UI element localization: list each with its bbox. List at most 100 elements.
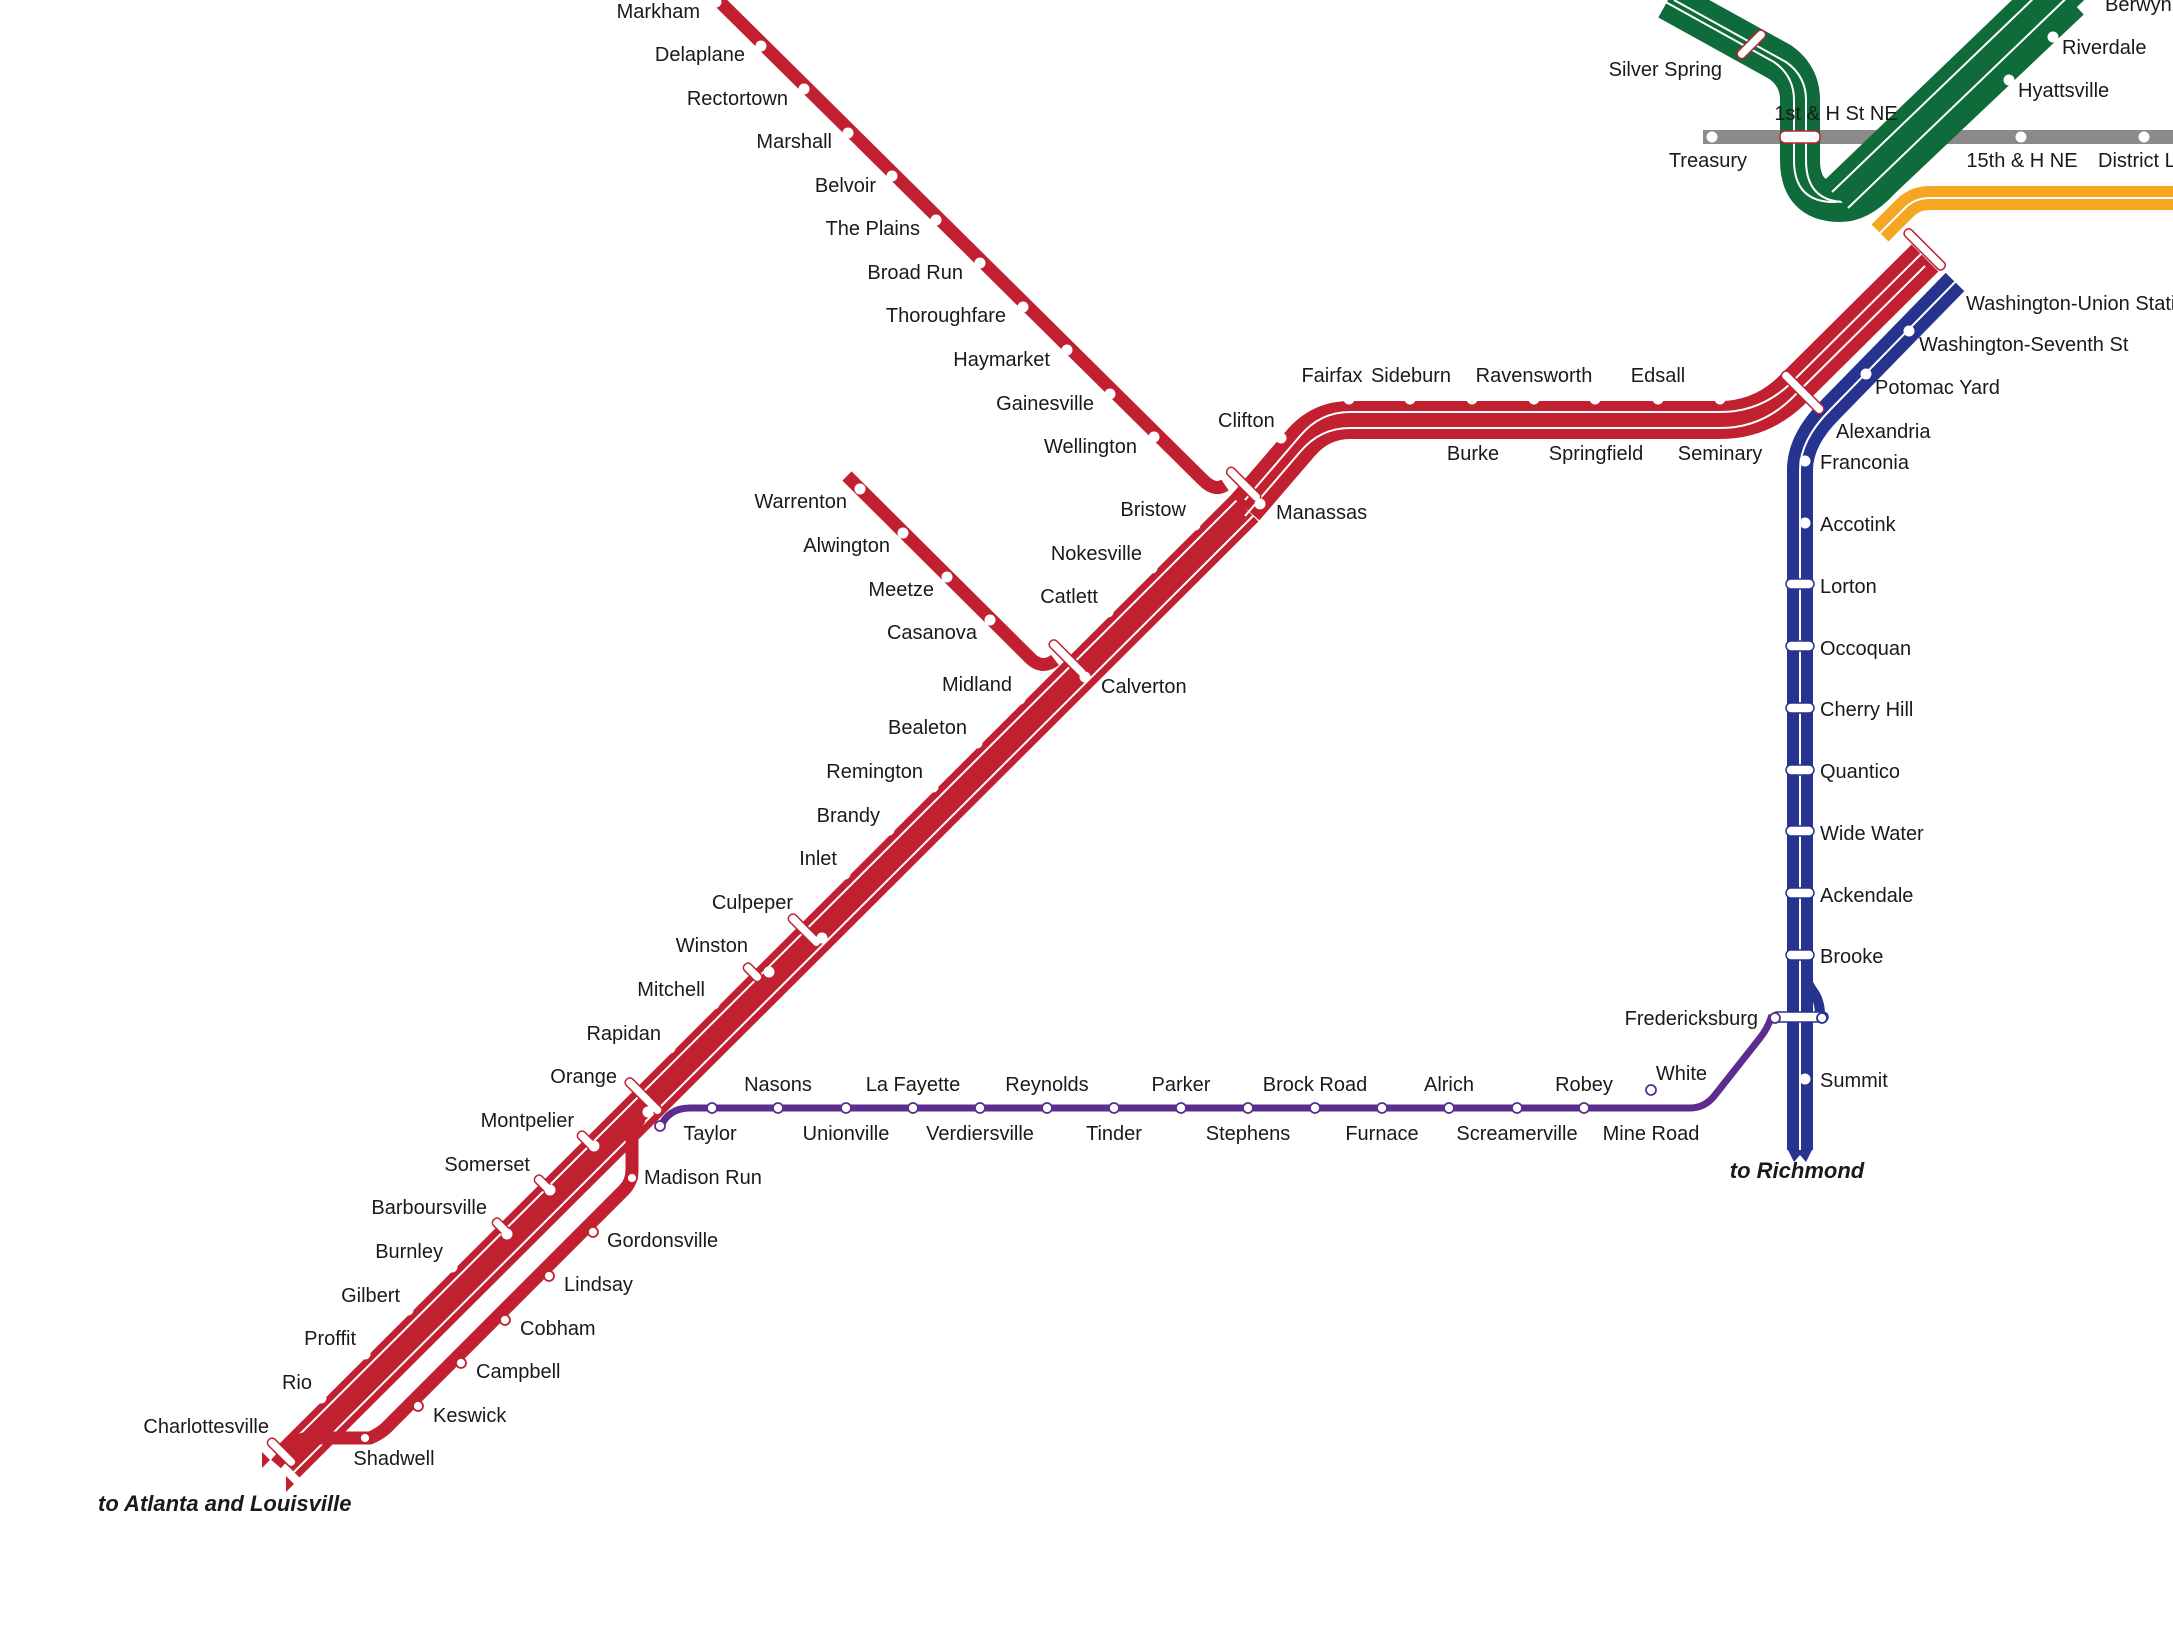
dot-fairfax bbox=[1343, 393, 1355, 405]
dot-taylor bbox=[654, 1120, 666, 1132]
label-charlottesville: Charlottesville bbox=[143, 1416, 269, 1438]
dot-bealeton bbox=[971, 737, 983, 749]
label-bristow: Bristow bbox=[1120, 499, 1186, 521]
label-parker: Parker bbox=[1152, 1074, 1211, 1096]
label-ravensworth: Ravensworth bbox=[1476, 365, 1593, 387]
dot-lindsay bbox=[543, 1270, 555, 1282]
label-nasons: Nasons bbox=[744, 1074, 812, 1096]
label-alrich: Alrich bbox=[1424, 1074, 1474, 1096]
dot-springfield bbox=[1589, 393, 1601, 405]
label-delaplane: Delaplane bbox=[655, 44, 745, 66]
label-fairfax: Fairfax bbox=[1301, 365, 1362, 387]
label-rectortown: Rectortown bbox=[687, 88, 788, 110]
label-wellington: Wellington bbox=[1044, 436, 1137, 458]
interchange-winston bbox=[742, 962, 763, 983]
label-bealeton: Bealeton bbox=[888, 717, 967, 739]
label-gainesville: Gainesville bbox=[996, 393, 1094, 415]
dot-sideburn bbox=[1404, 393, 1416, 405]
dot-accotink bbox=[1799, 517, 1811, 529]
label-white: White bbox=[1656, 1063, 1707, 1085]
bar-lorton bbox=[1785, 578, 1815, 590]
dot-franconia bbox=[1799, 455, 1811, 467]
station-dot-layer bbox=[315, 0, 2150, 1404]
red-main-line bbox=[272, 494, 1259, 1478]
dot-robey bbox=[1511, 1102, 1523, 1114]
label-montpelier: Montpelier bbox=[481, 1110, 575, 1132]
dot-stephens bbox=[1175, 1102, 1187, 1114]
dot-bristow bbox=[1189, 519, 1201, 531]
label-madison-run: Madison Run bbox=[644, 1167, 762, 1189]
label-inlet: Inlet bbox=[799, 848, 837, 870]
destination-atlanta-louisville: to Atlanta and Louisville bbox=[98, 1491, 351, 1516]
dot-alrich bbox=[1376, 1102, 1388, 1114]
label-fredericksburg: Fredericksburg bbox=[1625, 1008, 1758, 1030]
dot-orange-a bbox=[642, 1106, 654, 1118]
label-calverton: Calverton bbox=[1101, 676, 1187, 698]
dot-delaplane bbox=[755, 40, 767, 52]
label-campbell: Campbell bbox=[476, 1361, 560, 1383]
label-gordonsville: Gordonsville bbox=[607, 1230, 718, 1252]
label-occoquan: Occoquan bbox=[1820, 638, 1911, 660]
label-burke: Burke bbox=[1447, 443, 1499, 465]
dot-belvoir bbox=[886, 170, 898, 182]
label-potomac-yard: Potomac Yard bbox=[1875, 377, 2000, 399]
label-mine-road: Mine Road bbox=[1603, 1123, 1700, 1145]
orange-line-stripe bbox=[1879, 197, 2173, 234]
label-alexandria: Alexandria bbox=[1836, 421, 1931, 443]
blue-bar-stations bbox=[1771, 578, 1829, 1023]
label-meetze: Meetze bbox=[868, 579, 934, 601]
label-berwyn: Berwyn bbox=[2105, 0, 2172, 16]
sw-arrow-end bbox=[262, 1452, 294, 1492]
dot-marshall bbox=[842, 127, 854, 139]
dot-berwyn bbox=[2095, 0, 2101, 1]
label-washington-seventh: Washington-Seventh St bbox=[1919, 334, 2129, 356]
label-markham: Markham bbox=[617, 1, 700, 23]
red-east-stripe-b bbox=[1244, 265, 1926, 517]
dot-gilbert bbox=[402, 1304, 414, 1316]
label-springfield: Springfield bbox=[1549, 443, 1644, 465]
label-washington-union: Washington-Union Station bbox=[1966, 293, 2173, 315]
dot-district-li bbox=[2138, 131, 2150, 143]
label-la-fayette: La Fayette bbox=[866, 1074, 961, 1096]
dot-shadwell bbox=[359, 1432, 371, 1444]
line-layer bbox=[271, 0, 2173, 1478]
dot-broad-run bbox=[974, 257, 986, 269]
label-riverdale: Riverdale bbox=[2062, 37, 2146, 59]
label-franconia: Franconia bbox=[1820, 452, 1910, 474]
label-tinder: Tinder bbox=[1086, 1123, 1142, 1145]
label-edsall: Edsall bbox=[1631, 365, 1685, 387]
green-line-ne-stripe-a bbox=[1831, 0, 2034, 193]
dot-gainesville bbox=[1104, 388, 1116, 400]
label-warrenton: Warrenton bbox=[754, 491, 847, 513]
dot-cobham bbox=[499, 1314, 511, 1326]
dot-montpelier-a bbox=[588, 1140, 600, 1152]
label-burnley: Burnley bbox=[375, 1241, 443, 1263]
dot-seminary bbox=[1714, 393, 1726, 405]
label-manassas: Manassas bbox=[1276, 502, 1367, 524]
green-line-ne bbox=[1822, 0, 2085, 219]
bar-brooke bbox=[1785, 949, 1815, 961]
dot-calverton bbox=[1079, 671, 1091, 683]
dot-washington-seventh bbox=[1903, 325, 1915, 337]
bar-occoquan bbox=[1785, 640, 1815, 652]
label-winston: Winston bbox=[676, 935, 748, 957]
label-summit: Summit bbox=[1820, 1070, 1888, 1092]
label-barboursville: Barboursville bbox=[371, 1197, 487, 1219]
red-east-stripe-a bbox=[1244, 249, 1926, 501]
interchange-charlottesville bbox=[266, 1437, 297, 1468]
dot-proffit bbox=[359, 1348, 371, 1360]
dot-la-fayette bbox=[840, 1102, 852, 1114]
dot-culpeper-a bbox=[816, 932, 828, 944]
label-first-h-st-ne: 1st & H St NE bbox=[1774, 103, 1897, 125]
label-culpeper: Culpeper bbox=[712, 892, 794, 914]
label-rapidan: Rapidan bbox=[586, 1023, 661, 1045]
dot-mitchell bbox=[708, 998, 720, 1010]
south-arrow-end bbox=[1788, 1150, 1812, 1162]
dot-rapidan bbox=[664, 1042, 676, 1054]
label-clifton: Clifton bbox=[1218, 410, 1275, 432]
line-ends bbox=[262, 1150, 1812, 1492]
label-broad-run: Broad Run bbox=[867, 262, 963, 284]
label-gilbert: Gilbert bbox=[341, 1285, 400, 1307]
label-marshall: Marshall bbox=[756, 131, 832, 153]
dot-casanova bbox=[984, 614, 996, 626]
